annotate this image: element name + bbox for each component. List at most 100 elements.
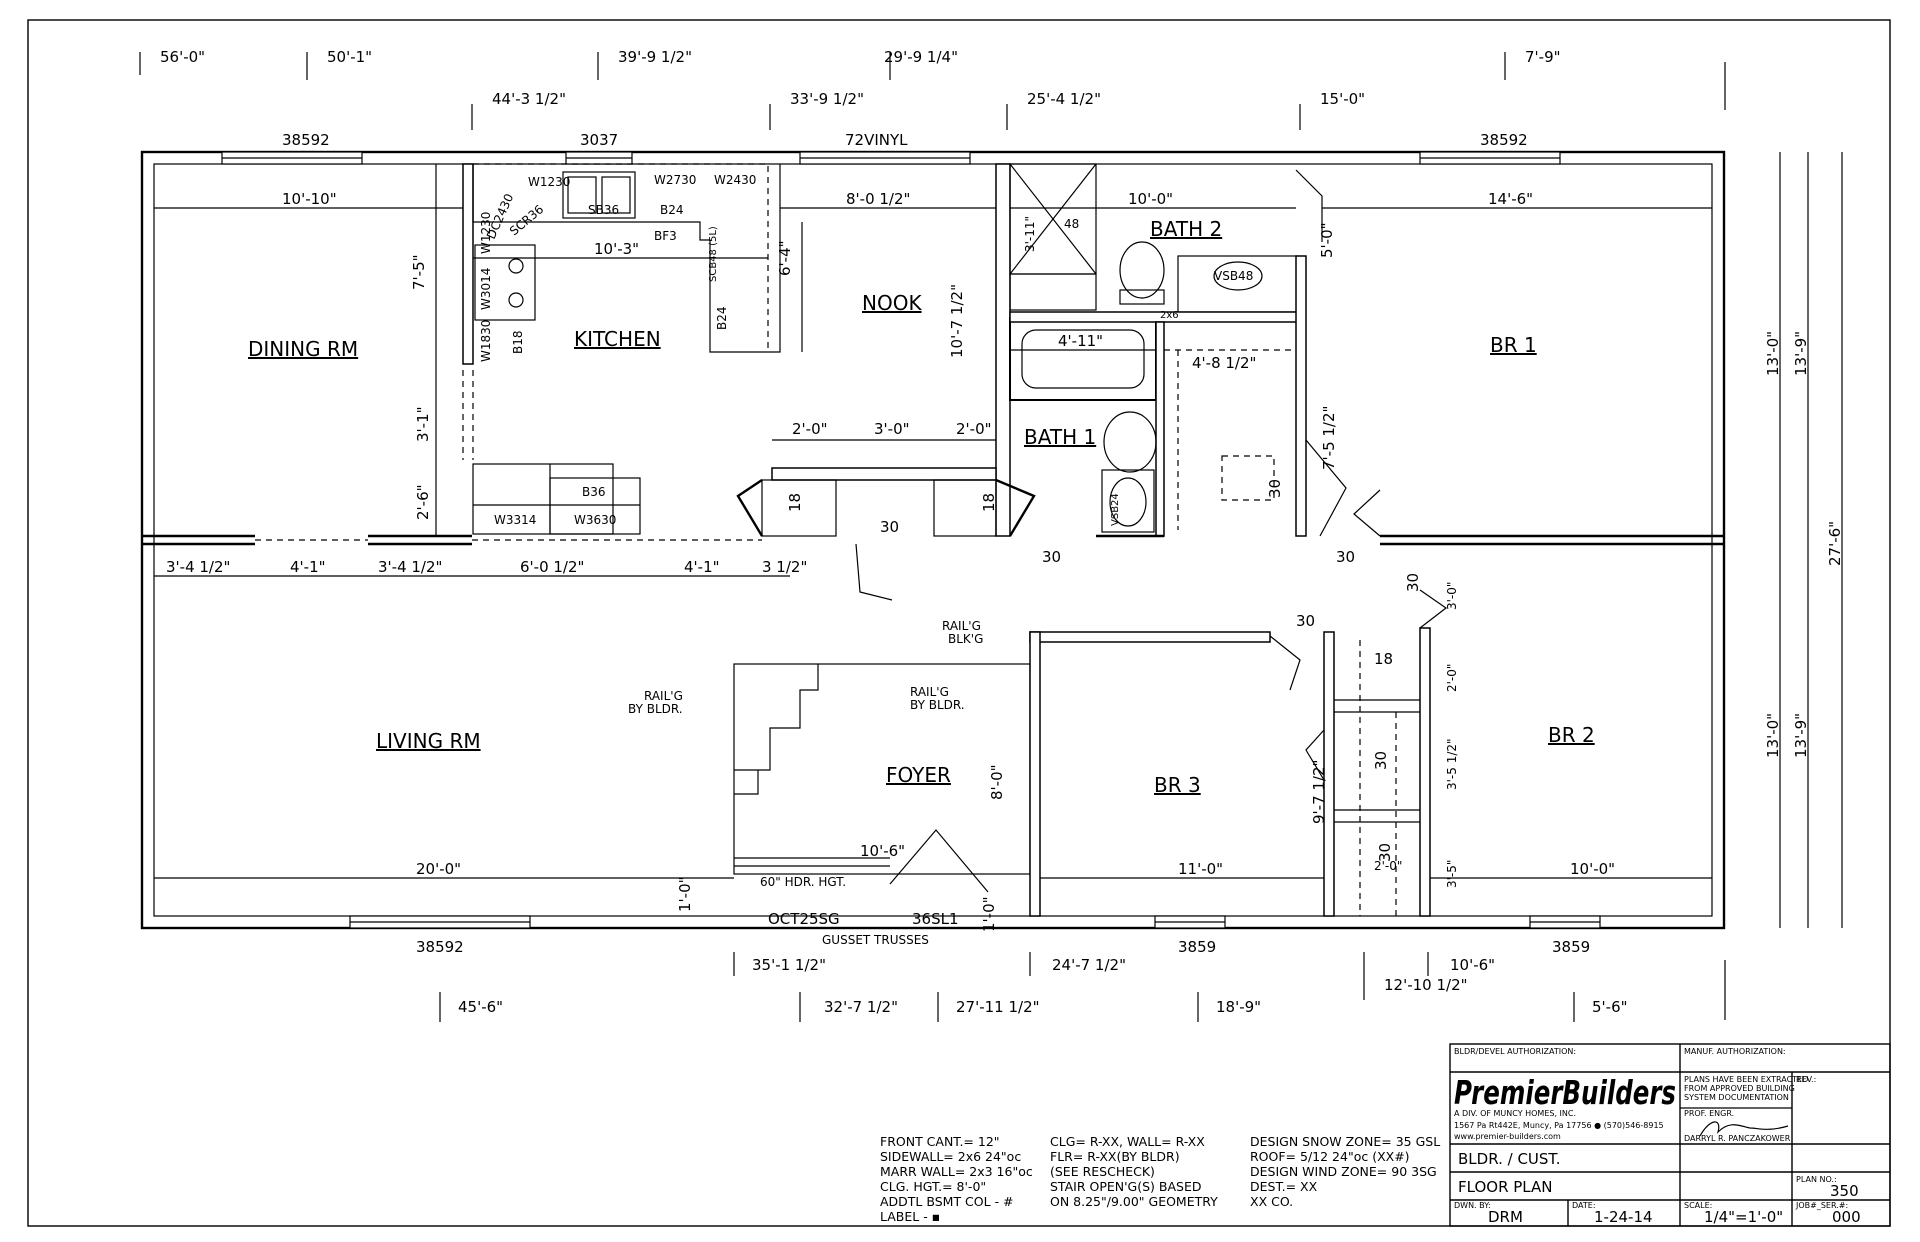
bottom-dim: 35'-1 1/2" bbox=[752, 956, 826, 974]
cabinet-label: W1230 bbox=[528, 175, 570, 189]
exterior-walls bbox=[140, 150, 1726, 930]
bottom-dim: 24'-7 1/2" bbox=[1052, 956, 1126, 974]
note-door: 36SL1 bbox=[912, 910, 959, 928]
door-size: 18 bbox=[786, 493, 804, 512]
room-dimensions: 10'-10" 10'-3" 8'-0 1/2" 10'-0" 14'-6" 7… bbox=[154, 164, 1712, 932]
cabinet-label: W2730 bbox=[654, 173, 696, 187]
mid-dim: 6'-0 1/2" bbox=[520, 558, 584, 576]
dim-closet-br1: 5'-0" bbox=[1318, 222, 1336, 258]
dim-stair-a: 2'-0" bbox=[792, 420, 828, 438]
door-size: 30 bbox=[1404, 573, 1422, 592]
cabinet-label: VSB24 bbox=[1110, 493, 1121, 526]
dim-29: 29'-9 1/4" bbox=[884, 48, 958, 66]
spec-line: DEST.= XX bbox=[1250, 1179, 1318, 1194]
tb-address: 1567 Pa Rt442E, Muncy, Pa 17756 ● (570)5… bbox=[1454, 1121, 1664, 1130]
dim-closet-2: 2'-0" bbox=[1445, 664, 1459, 692]
door-size: 18 bbox=[1374, 650, 1393, 668]
right-dimensions: 13'-0" 13'-9" 13'-0" 13'-9" 27'-6" bbox=[1764, 152, 1844, 928]
tb-rev: REV.: bbox=[1796, 1075, 1816, 1084]
room-br2: BR 2 bbox=[1548, 723, 1595, 747]
right-dim: 13'-0" bbox=[1764, 331, 1782, 376]
door-size: 30 bbox=[1296, 612, 1315, 630]
dim-33: 33'-9 1/2" bbox=[790, 90, 864, 108]
door-size: 30 bbox=[1376, 843, 1394, 862]
dim-50: 50'-1" bbox=[327, 48, 372, 66]
bottom-dim: 27'-11 1/2" bbox=[956, 998, 1040, 1016]
tb-engineer: DARRYL R. PANCZAKOWER bbox=[1684, 1134, 1791, 1143]
dim-stair-c: 2'-0" bbox=[956, 420, 992, 438]
spec-line: FRONT CANT.= 12" bbox=[880, 1134, 1000, 1149]
room-labels: DINING RM KITCHEN NOOK BATH 2 BATH 1 BR … bbox=[248, 217, 1595, 797]
tb-website: www.premier-builders.com bbox=[1454, 1132, 1561, 1141]
note-header-height: 60" HDR. HGT. bbox=[760, 875, 846, 889]
door-size: 30 bbox=[1042, 548, 1061, 566]
tb-manuf-auth: MANUF. AUTHORIZATION: bbox=[1684, 1047, 1786, 1056]
cabinet-label: W2430 bbox=[714, 173, 756, 187]
dim-closet-5: 3'-5" bbox=[1445, 860, 1459, 888]
dim-br2-width: 10'-0" bbox=[1570, 860, 1615, 878]
room-bath1: BATH 1 bbox=[1024, 425, 1096, 449]
dim-living-width: 20'-0" bbox=[416, 860, 461, 878]
bottom-dim: 45'-6" bbox=[458, 998, 503, 1016]
dim-hall-height: 7'-5 1/2" bbox=[1320, 406, 1338, 470]
right-dim: 13'-9" bbox=[1792, 331, 1810, 376]
cabinet-label: B24 bbox=[660, 203, 684, 217]
dim-foyer-width: 10'-6" bbox=[860, 842, 905, 860]
dim-closet-3: 3'-5 1/2" bbox=[1445, 738, 1459, 790]
spec-line: CLG. HGT.= 8'-0" bbox=[880, 1179, 986, 1194]
top-dimensions: 56'-0" 50'-1" 39'-9 1/2" 29'-9 1/4" 7'-9… bbox=[139, 48, 1726, 130]
mid-dimensions: 3'-4 1/2" 4'-1" 3'-4 1/2" 6'-0 1/2" 4'-1… bbox=[154, 558, 807, 577]
company-logo: PremierBuilders bbox=[1454, 1073, 1676, 1112]
engineer-signature bbox=[1699, 1121, 1789, 1137]
dim-26: 2'-6" bbox=[414, 484, 432, 520]
bottom-dimensions: 38592 3859 3859 35'-1 1/2" 24'-7 1/2" 10… bbox=[416, 938, 1726, 1022]
window-label: 38592 bbox=[416, 938, 464, 956]
door-size: 30 bbox=[1266, 479, 1284, 498]
room-bath2: BATH 2 bbox=[1150, 217, 1222, 241]
room-foyer: FOYER bbox=[886, 763, 951, 787]
dim-39: 39'-9 1/2" bbox=[618, 48, 692, 66]
room-nook: NOOK bbox=[862, 291, 922, 315]
bottom-dim: 18'-9" bbox=[1216, 998, 1261, 1016]
door-size: 30 bbox=[1336, 548, 1355, 566]
dim-stair-b: 3'-0" bbox=[874, 420, 910, 438]
spec-line: FLR= R-XX(BY BLDR) bbox=[1050, 1149, 1180, 1164]
door-size-labels: 18 18 30 30 30 30 30 30 30 18 30 bbox=[786, 479, 1422, 862]
right-dim: 27'-6" bbox=[1826, 521, 1844, 566]
spec-line: STAIR OPEN'G(S) BASED bbox=[1050, 1179, 1202, 1194]
window-label: 38592 bbox=[1480, 131, 1528, 149]
note-oct: OCT25SG bbox=[768, 910, 840, 928]
spec-line: ROOF= 5/12 24"oc (XX#) bbox=[1250, 1149, 1410, 1164]
interior-walls bbox=[462, 163, 1448, 917]
dim-closet-1: 3'-0" bbox=[1445, 582, 1459, 610]
dim-44: 44'-3 1/2" bbox=[492, 90, 566, 108]
door-size: 30 bbox=[880, 518, 899, 536]
mid-dim: 3'-4 1/2" bbox=[378, 558, 442, 576]
tb-scale-label: SCALE: bbox=[1684, 1201, 1712, 1210]
bottom-dim: 5'-6" bbox=[1592, 998, 1628, 1016]
room-br3: BR 3 bbox=[1154, 773, 1201, 797]
room-dining: DINING RM bbox=[248, 337, 358, 361]
tb-date: 1-24-14 bbox=[1594, 1208, 1653, 1226]
window-label: 38592 bbox=[282, 131, 330, 149]
window-label: 72VINYL bbox=[845, 131, 908, 149]
mid-dim: 4'-1" bbox=[684, 558, 720, 576]
title-block: BLDR/DEVEL AUTHORIZATION: MANUF. AUTHORI… bbox=[1449, 1043, 1891, 1227]
dim-nook-width: 8'-0 1/2" bbox=[846, 190, 910, 208]
cabinet-label: B24 bbox=[715, 306, 729, 330]
dim-br1-width: 14'-6" bbox=[1488, 190, 1533, 208]
mid-dim: 3 1/2" bbox=[762, 558, 807, 576]
dim-shower: 3'-11" bbox=[1023, 216, 1037, 252]
tb-floor-plan: FLOOR PLAN bbox=[1458, 1178, 1552, 1196]
mid-dim: 4'-1" bbox=[290, 558, 326, 576]
spec-line: CLG= R-XX, WALL= R-XX bbox=[1050, 1134, 1205, 1149]
spec-line: DESIGN SNOW ZONE= 35 GSL bbox=[1250, 1134, 1440, 1149]
spec-line: LABEL - ▪ bbox=[880, 1209, 940, 1224]
window-label: 3859 bbox=[1552, 938, 1590, 956]
